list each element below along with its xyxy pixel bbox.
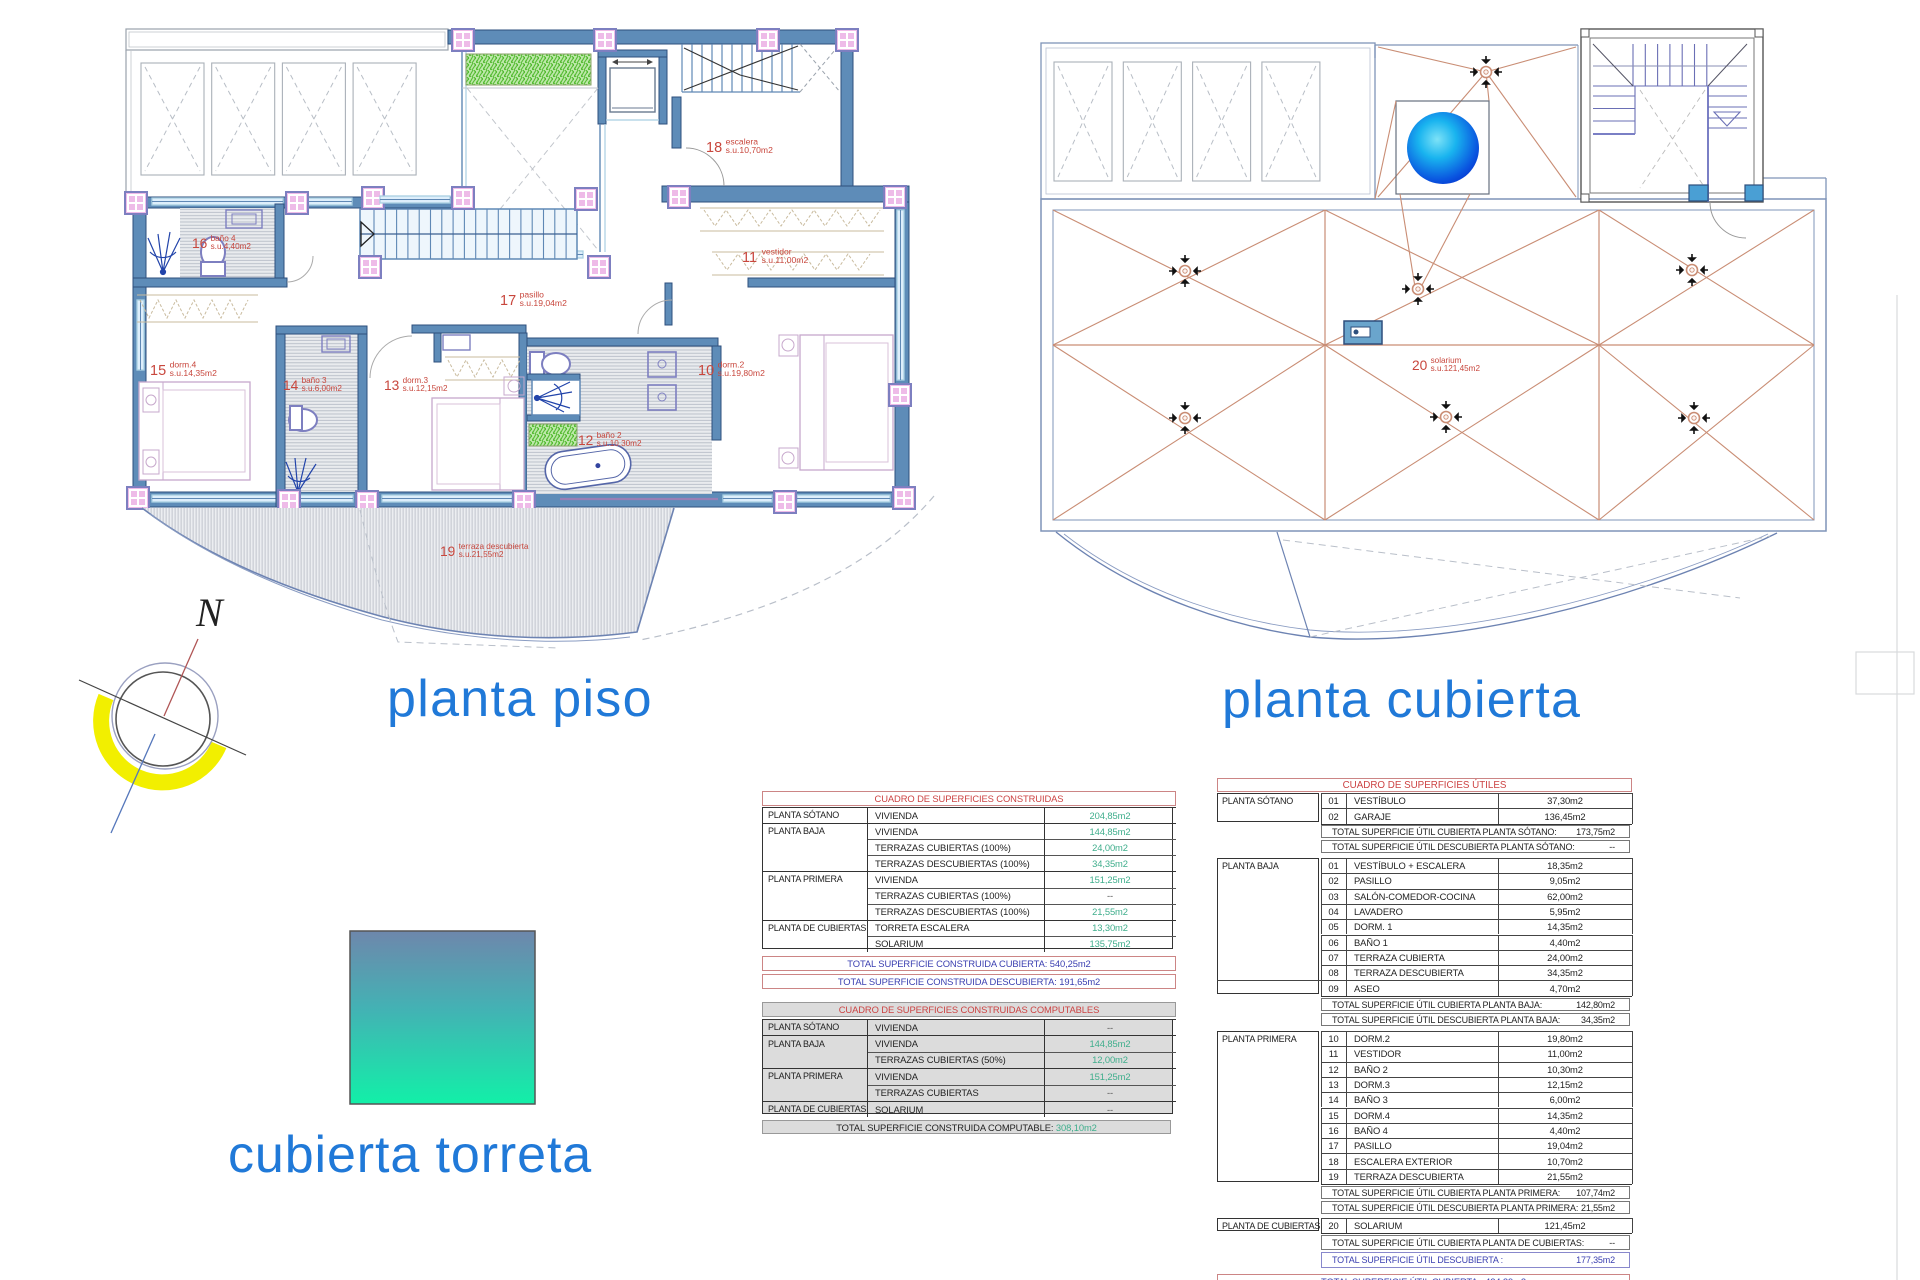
svg-text:20: 20 (1412, 358, 1428, 373)
svg-text:vestidor: vestidor (762, 246, 792, 256)
svg-text:cubierta torreta: cubierta torreta (228, 1126, 592, 1184)
svg-text:s.u.10,30m2: s.u.10,30m2 (597, 439, 642, 448)
svg-text:18: 18 (706, 140, 722, 156)
svg-text:s.u.11,00m2: s.u.11,00m2 (762, 255, 809, 265)
svg-text:s.u.19,80m2: s.u.19,80m2 (718, 368, 766, 378)
svg-text:s.u.10,70m2: s.u.10,70m2 (726, 145, 774, 155)
svg-text:s.u.6,00m2: s.u.6,00m2 (302, 384, 343, 393)
svg-text:escalera: escalera (726, 136, 759, 146)
svg-text:baño 4: baño 4 (211, 234, 236, 243)
svg-text:19: 19 (440, 544, 455, 559)
svg-text:10: 10 (698, 363, 714, 379)
svg-text:s.u.21,55m2: s.u.21,55m2 (459, 550, 504, 559)
svg-text:14: 14 (283, 378, 299, 393)
svg-text:17: 17 (500, 293, 516, 309)
svg-text:s.u.19,04m2: s.u.19,04m2 (520, 298, 568, 308)
svg-text:s.u.14,35m2: s.u.14,35m2 (170, 368, 218, 378)
svg-text:baño 2: baño 2 (597, 431, 622, 440)
svg-text:dorm.4: dorm.4 (170, 359, 197, 369)
svg-text:dorm.3: dorm.3 (403, 376, 429, 385)
svg-text:N: N (195, 590, 225, 635)
svg-text:16: 16 (192, 236, 208, 251)
svg-text:12: 12 (578, 433, 593, 448)
svg-text:solarium: solarium (1431, 356, 1462, 365)
svg-text:11: 11 (742, 250, 757, 266)
svg-text:planta piso: planta piso (387, 670, 653, 728)
svg-text:13: 13 (384, 378, 400, 393)
svg-text:pasillo: pasillo (520, 289, 545, 299)
svg-text:s.u.12,15m2: s.u.12,15m2 (403, 384, 448, 393)
svg-text:baño 3: baño 3 (302, 376, 327, 385)
svg-text:s.u.4,40m2: s.u.4,40m2 (211, 242, 252, 251)
svg-text:dorm.2: dorm.2 (718, 359, 745, 369)
svg-text:15: 15 (150, 363, 166, 379)
svg-text:terraza descubierta: terraza descubierta (459, 542, 529, 551)
svg-text:planta cubierta: planta cubierta (1222, 671, 1581, 729)
svg-text:s.u.121,45m2: s.u.121,45m2 (1431, 364, 1481, 373)
